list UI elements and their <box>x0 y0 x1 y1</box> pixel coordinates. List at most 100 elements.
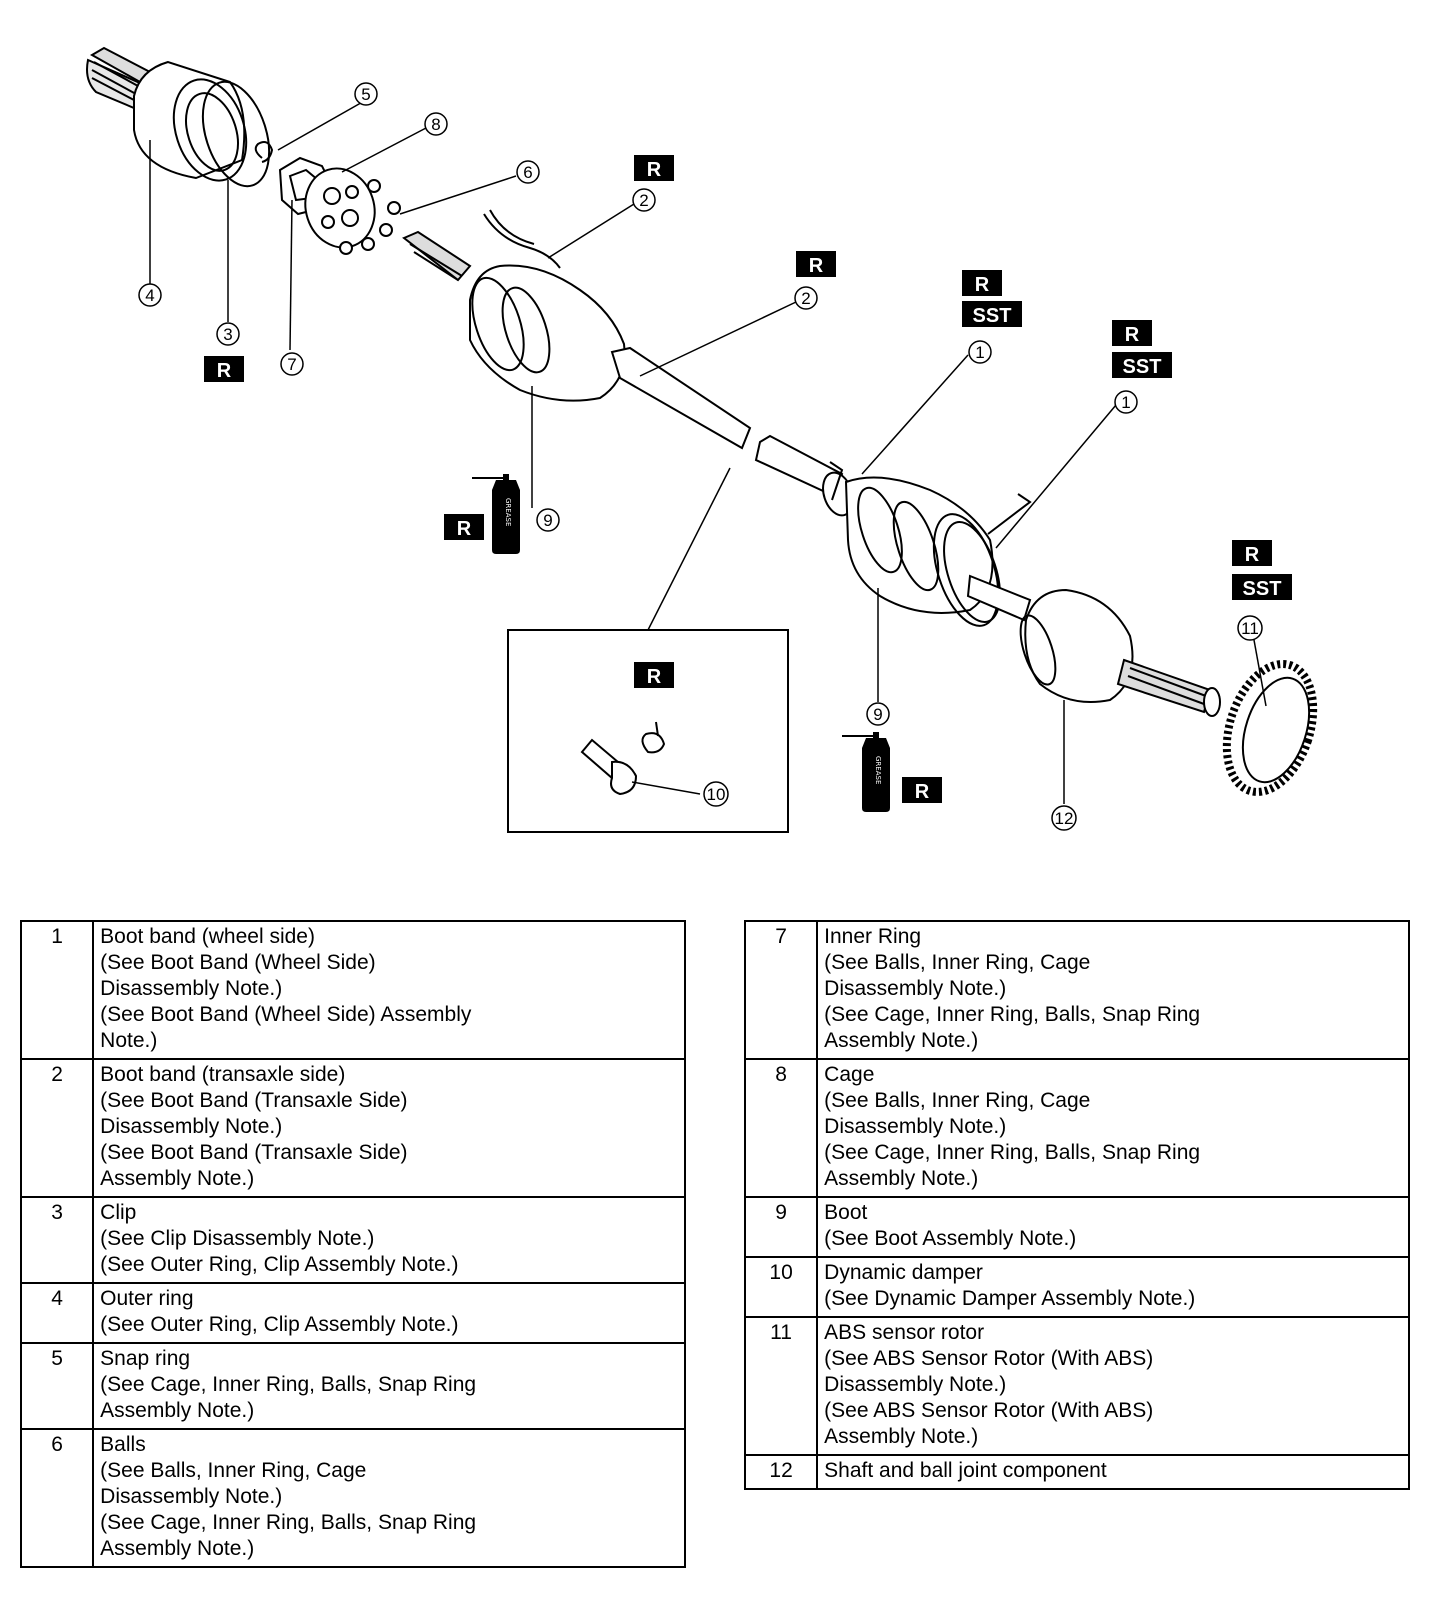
callout-3: 3 <box>216 322 240 346</box>
callout-10: 10 <box>703 781 729 807</box>
svg-text:3: 3 <box>223 325 232 344</box>
part-note: (See Boot Band (Transaxle Side) <box>100 1089 408 1112</box>
part-note: Disassembly Note.) <box>100 977 283 1000</box>
part-number: 6 <box>19 1428 95 1568</box>
svg-text:R: R <box>1245 544 1260 566</box>
svg-text:R: R <box>457 518 472 540</box>
svg-text:4: 4 <box>145 286 154 305</box>
part-note: Disassembly Note.) <box>100 1485 283 1508</box>
part-description: Clip(See Clip Disassembly Note.)(See Out… <box>92 1196 686 1284</box>
svg-text:GREASE: GREASE <box>874 756 882 784</box>
svg-text:1: 1 <box>975 343 984 362</box>
part-number: 2 <box>19 1058 95 1198</box>
replace-tag: R <box>634 662 674 688</box>
part-note: Assembly Note.) <box>100 1399 255 1422</box>
part-number: 3 <box>19 1196 95 1284</box>
svg-text:SST: SST <box>973 305 1012 327</box>
svg-text:9: 9 <box>873 705 882 724</box>
part-note: (See Balls, Inner Ring, Cage <box>824 1089 1091 1112</box>
svg-text:1: 1 <box>1121 393 1130 412</box>
part-name: Boot <box>824 1201 868 1224</box>
part-note: Assembly Note.) <box>100 1167 255 1190</box>
callout-4: 4 <box>138 283 162 307</box>
exploded-driveshaft-diagram: 1 1 2 2 3 4 5 6 7 8 9 9 <box>86 46 1318 833</box>
part-note: Note.) <box>100 1029 158 1052</box>
replace-tag: R <box>1232 540 1272 566</box>
part-name: Cage <box>824 1063 875 1086</box>
part-description: Dynamic damper(See Dynamic Damper Assemb… <box>816 1256 1410 1318</box>
part-number: 9 <box>743 1196 819 1258</box>
part-number: 5 <box>19 1342 95 1430</box>
svg-text:9: 9 <box>543 511 552 530</box>
abs-sensor-rotor-part <box>1222 660 1318 796</box>
part-note: (See Boot Band (Wheel Side) Assembly <box>100 1003 472 1026</box>
svg-text:R: R <box>915 781 930 803</box>
replace-tag: R <box>1112 320 1152 346</box>
leader-lines <box>149 99 1267 804</box>
part-note: (See Cage, Inner Ring, Balls, Snap Ring <box>824 1141 1201 1164</box>
svg-text:R: R <box>1125 324 1140 346</box>
clip-part <box>201 80 271 188</box>
part-number: 7 <box>743 920 819 1060</box>
part-note: Disassembly Note.) <box>824 1115 1007 1138</box>
replace-tag: R <box>444 514 484 540</box>
part-number: 1 <box>19 920 95 1060</box>
part-name: Boot band (wheel side) <box>100 925 315 948</box>
part-number: 11 <box>743 1316 819 1456</box>
sst-tag: SST <box>962 301 1022 327</box>
part-note: Assembly Note.) <box>824 1425 979 1448</box>
svg-text:GREASE: GREASE <box>504 498 512 526</box>
part-description: Snap ring (See Cage, Inner Ring, Balls, S… <box>92 1342 686 1430</box>
part-name: Boot band (transaxle side) <box>100 1063 346 1086</box>
callout-6: 6 <box>516 160 540 184</box>
part-note: (See Cage, Inner Ring, Balls, Snap Ring <box>100 1373 477 1396</box>
svg-text:SST: SST <box>1243 578 1282 600</box>
part-number: 10 <box>743 1256 819 1318</box>
svg-text:R: R <box>647 666 662 688</box>
svg-text:7: 7 <box>287 355 296 374</box>
balls-part <box>339 179 401 255</box>
sst-tag: SST <box>1112 352 1172 378</box>
part-name: Snap ring <box>100 1347 191 1370</box>
part-description: Boot band (wheel side) (See Boot Band (Wh… <box>92 920 686 1060</box>
part-note: Assembly Note.) <box>100 1537 255 1560</box>
part-note: Assembly Note.) <box>824 1167 979 1190</box>
callout-2b: 2 <box>794 286 818 310</box>
part-name: Shaft and ball joint component <box>824 1459 1107 1482</box>
part-note: (See Clip Disassembly Note.) <box>100 1227 375 1250</box>
part-name: ABS sensor rotor <box>824 1321 985 1344</box>
part-name: Balls <box>100 1433 146 1456</box>
callout-7: 7 <box>280 352 304 376</box>
svg-text:5: 5 <box>361 85 370 104</box>
svg-text:2: 2 <box>639 191 648 210</box>
outer-ring-part <box>86 46 248 182</box>
replace-tag: R <box>902 777 942 803</box>
svg-text:11: 11 <box>1241 619 1259 638</box>
part-note: (See Balls, Inner Ring, Cage <box>824 951 1091 974</box>
part-note: Disassembly Note.) <box>824 977 1007 1000</box>
part-note: Disassembly Note.) <box>100 1115 283 1138</box>
part-note: (See ABS Sensor Rotor (With ABS) <box>824 1399 1154 1422</box>
transaxle-side-boot-part <box>402 209 626 402</box>
part-note: (See Boot Band (Wheel Side) <box>100 951 376 974</box>
callout-9b: 9 <box>866 702 890 726</box>
part-description: Shaft and ball joint component <box>816 1454 1410 1490</box>
svg-text:SST: SST <box>1123 356 1162 378</box>
shaft-left-segment <box>610 346 752 450</box>
svg-text:R: R <box>809 255 824 277</box>
part-description: Outer ring(See Outer Ring, Clip Assembly… <box>92 1282 686 1344</box>
part-number: 8 <box>743 1058 819 1198</box>
svg-text:12: 12 <box>1055 809 1074 828</box>
part-note: (See ABS Sensor Rotor (With ABS) <box>824 1347 1154 1370</box>
